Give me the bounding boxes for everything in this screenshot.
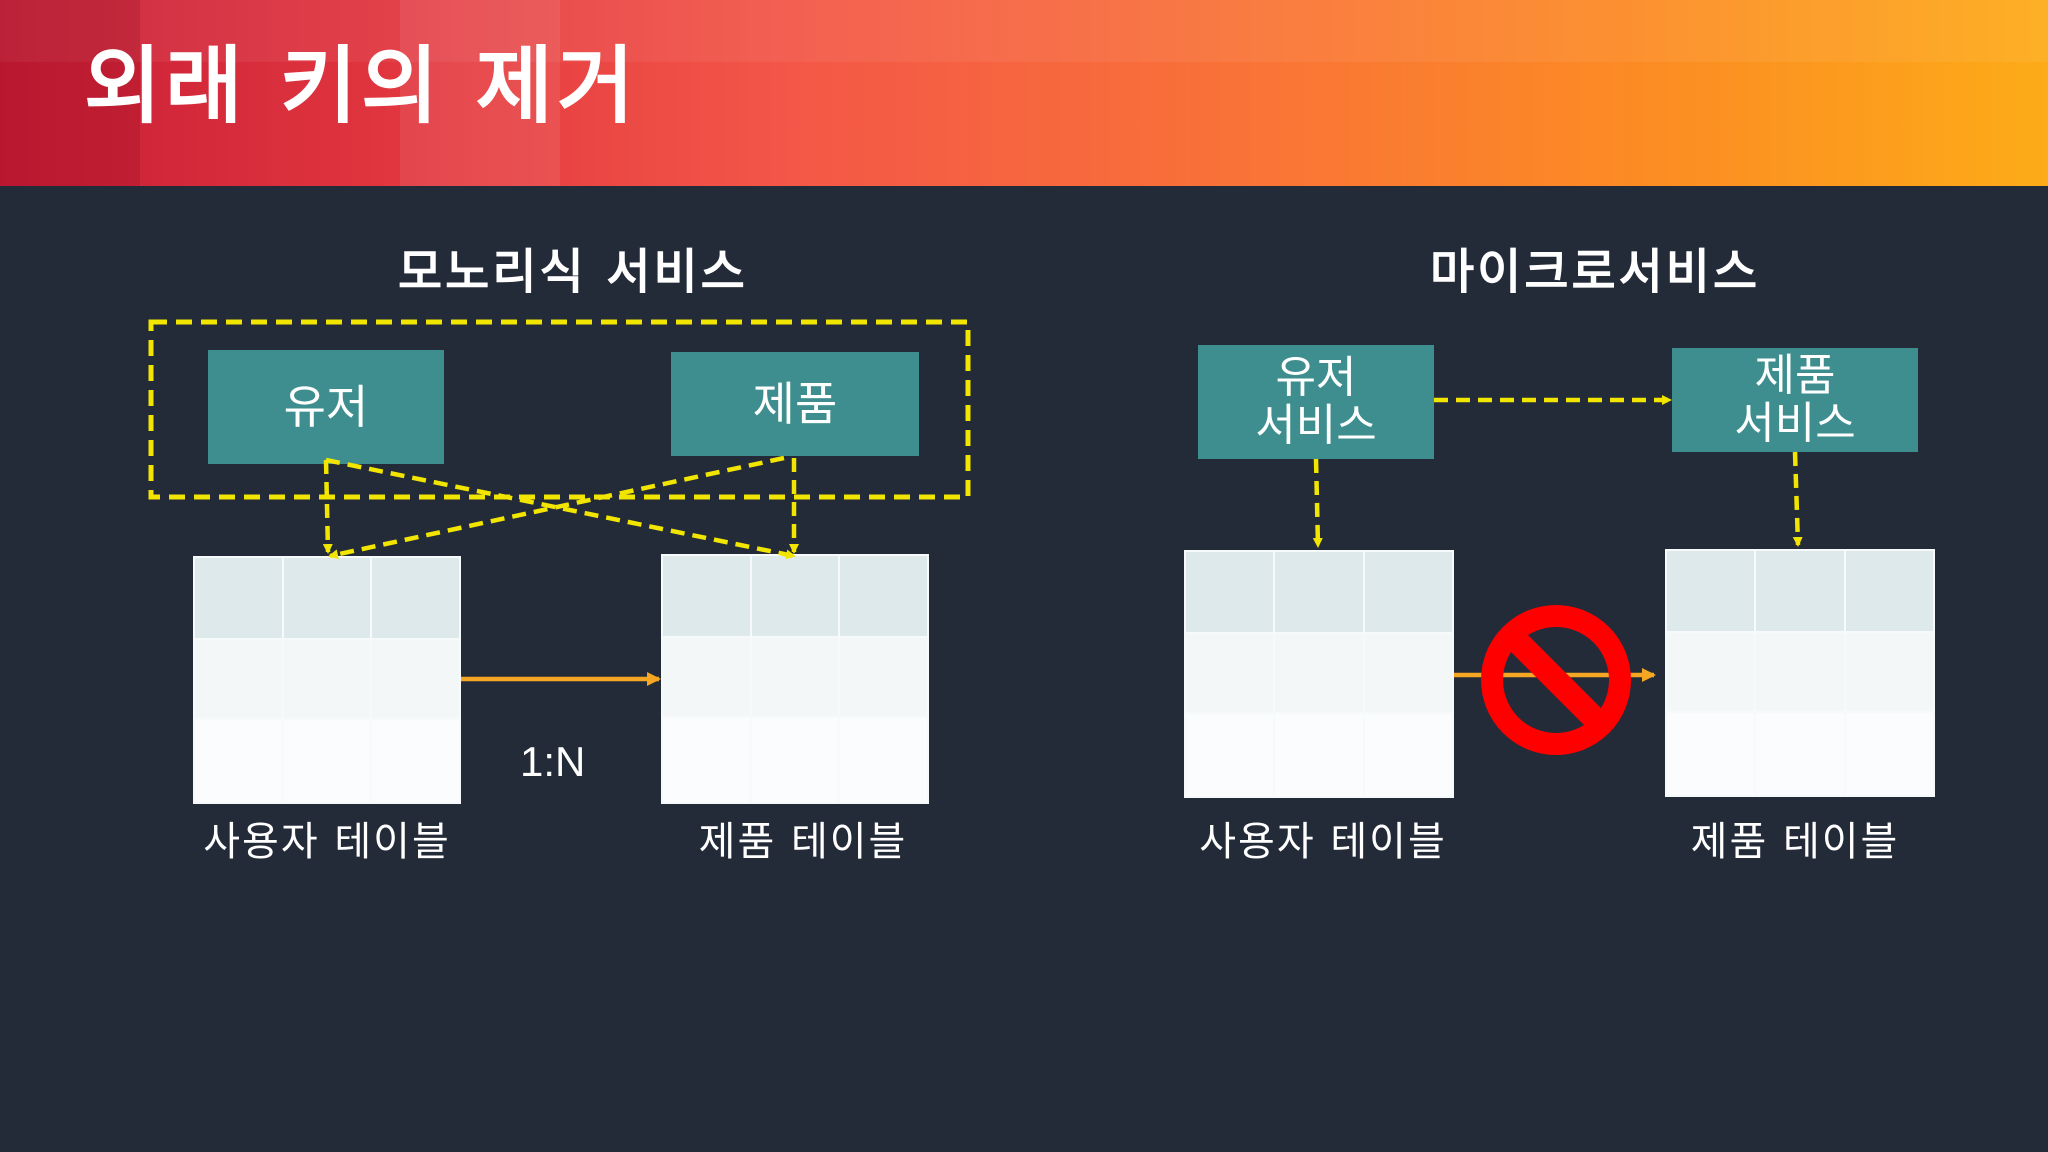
- user-service-box: 유저 서비스: [1198, 345, 1434, 459]
- product-service-to-table: [1792, 451, 1803, 547]
- table-cell: [840, 638, 927, 716]
- table-cell: [1667, 633, 1755, 711]
- table-cell: [372, 720, 459, 802]
- user-service-line2: 서비스: [1255, 400, 1377, 451]
- user-service-to-table: [1312, 458, 1323, 548]
- table-cell: [195, 720, 282, 802]
- microservices-heading: 마이크로서비스: [1430, 244, 1761, 300]
- table-cell: [283, 640, 371, 718]
- table-header-cell: [1667, 551, 1755, 631]
- table-header-cell: [1186, 552, 1274, 632]
- product-service-line2: 서비스: [1734, 398, 1856, 449]
- ms-product-table-label: 제품 테이블: [1690, 819, 1900, 865]
- user-to-product-table: [325, 457, 796, 560]
- product-service-line1: 제품: [1754, 349, 1836, 401]
- table-cell: [1364, 634, 1452, 712]
- table-header-cell: [751, 556, 839, 636]
- table-cell: [372, 640, 459, 718]
- table-header-cell: [663, 556, 750, 636]
- ms-product-table: [1665, 549, 1935, 797]
- table-cell: [1186, 634, 1274, 712]
- table-cell: [1275, 714, 1363, 796]
- table-header-cell: [1756, 551, 1844, 631]
- relation-label: 1:N: [520, 738, 586, 785]
- table-cell: [1845, 713, 1933, 795]
- banner-highlight: [0, 0, 2048, 62]
- product-to-user-table: [328, 455, 785, 560]
- table-header-cell: [372, 558, 459, 638]
- user-box-label: 유저: [283, 379, 369, 434]
- table-cell: [751, 718, 839, 802]
- banner-shade-left: [0, 0, 140, 186]
- monolith-boundary: [148, 319, 971, 500]
- table-cell: [1364, 714, 1452, 796]
- table-header-cell: [1275, 552, 1363, 632]
- table-cell: [1275, 634, 1363, 712]
- banner-shade-mid: [400, 0, 560, 186]
- table-header-cell: [283, 558, 371, 638]
- no-entry-icon: [1481, 605, 1631, 755]
- table-cell: [1845, 633, 1933, 711]
- user-table: [193, 556, 461, 804]
- user-box: 유저: [208, 350, 444, 464]
- ms-user-table-label: 사용자 테이블: [1199, 819, 1447, 865]
- table-cell: [751, 638, 839, 716]
- table-cell: [840, 718, 927, 802]
- product-service-box: 제품 서비스: [1672, 348, 1918, 452]
- table-header-cell: [840, 556, 927, 636]
- ms-user-table: [1184, 550, 1454, 798]
- table-cell: [1667, 713, 1755, 795]
- slide-title: 외래 키의 제거: [84, 37, 639, 135]
- table-cell: [1756, 713, 1844, 795]
- product-table-label: 제품 테이블: [698, 819, 908, 865]
- user-to-user-table: [322, 459, 333, 554]
- table-cell: [1186, 714, 1274, 796]
- monolith-heading: 모노리식 서비스: [398, 244, 748, 300]
- table-cell: [195, 640, 282, 718]
- table-header-cell: [195, 558, 282, 638]
- product-table: [661, 554, 929, 804]
- user-service-line1: 유저: [1275, 351, 1357, 403]
- table-cell: [1756, 633, 1844, 711]
- product-box-label: 제품: [752, 376, 838, 431]
- table-header-cell: [1845, 551, 1933, 631]
- table-cell: [283, 720, 371, 802]
- table-header-cell: [1364, 552, 1452, 632]
- title-banner: 외래 키의 제거: [0, 0, 2048, 186]
- table-cell: [663, 638, 750, 716]
- table-cell: [663, 718, 750, 802]
- user-table-label: 사용자 테이블: [203, 819, 451, 865]
- product-box: 제품: [671, 352, 919, 456]
